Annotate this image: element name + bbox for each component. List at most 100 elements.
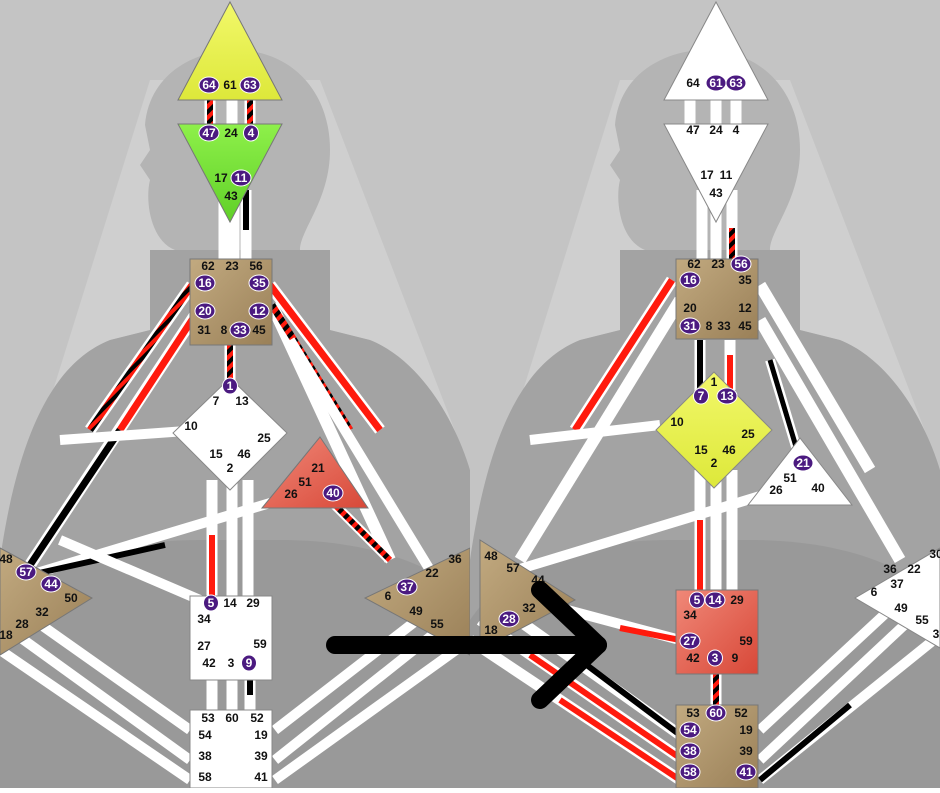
gate-number: 29 bbox=[246, 596, 260, 610]
gate-32: 32 bbox=[522, 601, 536, 615]
gate-number: 37 bbox=[890, 577, 904, 591]
gate-number: 2 bbox=[227, 461, 234, 475]
gate-23: 23 bbox=[225, 259, 239, 273]
gate-number: 49 bbox=[894, 601, 908, 615]
gate-9-active: 9 bbox=[241, 654, 257, 672]
gate-1-active: 1 bbox=[222, 377, 238, 395]
gate-number: 62 bbox=[201, 259, 215, 273]
gate-number: 64 bbox=[686, 76, 700, 90]
gate-62: 62 bbox=[687, 257, 701, 271]
gate-number: 44 bbox=[44, 577, 58, 591]
gate-number: 17 bbox=[214, 171, 228, 185]
gate-badge bbox=[679, 317, 701, 335]
gate-33: 33 bbox=[717, 319, 731, 333]
gate-7-active: 7 bbox=[693, 387, 709, 405]
gate-51: 51 bbox=[783, 471, 797, 485]
gate-4-active: 4 bbox=[243, 124, 259, 142]
gate-63-active: 63 bbox=[725, 74, 747, 92]
gate-number: 60 bbox=[709, 706, 723, 720]
gate-55: 55 bbox=[915, 613, 929, 627]
gate-17: 17 bbox=[214, 171, 228, 185]
gate-58-active: 58 bbox=[679, 763, 701, 781]
gate-badge bbox=[322, 484, 344, 502]
gate-47-active: 47 bbox=[198, 124, 220, 142]
gate-61: 61 bbox=[223, 78, 237, 92]
gate-number: 10 bbox=[670, 415, 684, 429]
centers bbox=[0, 0, 471, 789]
gate-number: 22 bbox=[907, 562, 921, 576]
gate-3-active: 3 bbox=[707, 649, 723, 667]
gate-number: 17 bbox=[700, 168, 714, 182]
gate-number: 55 bbox=[915, 613, 929, 627]
gate-number: 20 bbox=[683, 301, 697, 315]
gate-19: 19 bbox=[254, 728, 268, 742]
gate-number: 3 bbox=[712, 651, 719, 665]
gate-number: 58 bbox=[198, 770, 212, 784]
gate-5-active: 5 bbox=[203, 594, 219, 612]
gate-38: 38 bbox=[198, 749, 212, 763]
gate-38-active: 38 bbox=[679, 742, 701, 760]
gate-2: 2 bbox=[711, 456, 718, 470]
gate-number: 24 bbox=[224, 126, 238, 140]
gate-number: 52 bbox=[734, 706, 748, 720]
gate-59: 59 bbox=[739, 634, 753, 648]
gate-number: 45 bbox=[252, 323, 266, 337]
gate-number: 19 bbox=[739, 723, 753, 737]
gate-39: 39 bbox=[739, 744, 753, 758]
gate-14: 14 bbox=[223, 596, 237, 610]
gate-53: 53 bbox=[686, 706, 700, 720]
gate-60-active: 60 bbox=[705, 704, 727, 722]
gate-number: 14 bbox=[223, 596, 237, 610]
gate-badge bbox=[203, 594, 219, 612]
channels bbox=[466, 100, 940, 785]
gate-badge bbox=[40, 575, 62, 593]
gate-number: 49 bbox=[409, 604, 423, 618]
gate-52: 52 bbox=[250, 711, 264, 725]
gate-badge bbox=[194, 302, 216, 320]
gate-5-active: 5 bbox=[689, 591, 705, 609]
gate-number: 34 bbox=[197, 612, 211, 626]
gate-17: 17 bbox=[700, 168, 714, 182]
ajna-center bbox=[663, 123, 769, 224]
gate-number: 11 bbox=[235, 171, 248, 185]
gate-50: 50 bbox=[64, 591, 78, 605]
gate-18: 18 bbox=[0, 628, 13, 642]
gate-55: 55 bbox=[430, 617, 444, 631]
gate-48: 48 bbox=[0, 552, 13, 566]
gate-57: 57 bbox=[506, 561, 520, 575]
gate-21-active: 21 bbox=[792, 454, 814, 472]
gate-27: 27 bbox=[197, 639, 211, 653]
gate-34: 34 bbox=[197, 612, 211, 626]
gate-number: 57 bbox=[19, 565, 33, 579]
gate-26: 26 bbox=[284, 487, 298, 501]
gate-number: 64 bbox=[202, 78, 216, 92]
gate-61-active: 61 bbox=[705, 74, 727, 92]
gate-number: 16 bbox=[683, 273, 697, 287]
gate-number: 59 bbox=[739, 634, 753, 648]
gate-number: 15 bbox=[694, 443, 708, 457]
gate-15: 15 bbox=[209, 447, 223, 461]
gate-3: 3 bbox=[933, 627, 940, 641]
gate-36: 36 bbox=[883, 562, 897, 576]
gate-11: 11 bbox=[720, 168, 733, 182]
gate-number: 7 bbox=[213, 394, 220, 408]
root-center bbox=[189, 709, 273, 789]
gate-number: 58 bbox=[683, 765, 697, 779]
gate-number: 24 bbox=[709, 123, 723, 137]
gate-15: 15 bbox=[694, 443, 708, 457]
gate-24: 24 bbox=[224, 126, 238, 140]
gate-46: 46 bbox=[237, 447, 251, 461]
gate-number: 32 bbox=[35, 605, 49, 619]
gate-number: 31 bbox=[197, 323, 211, 337]
gate-25: 25 bbox=[257, 431, 271, 445]
gate-badge bbox=[248, 274, 270, 292]
gate-13: 13 bbox=[235, 394, 249, 408]
gate-10: 10 bbox=[184, 419, 198, 433]
gate-54: 54 bbox=[198, 728, 212, 742]
gate-number: 35 bbox=[252, 276, 266, 290]
gate-number: 13 bbox=[720, 389, 734, 403]
gate-number: 33 bbox=[717, 319, 731, 333]
gate-31: 31 bbox=[197, 323, 211, 337]
gate-number: 2 bbox=[711, 456, 718, 470]
